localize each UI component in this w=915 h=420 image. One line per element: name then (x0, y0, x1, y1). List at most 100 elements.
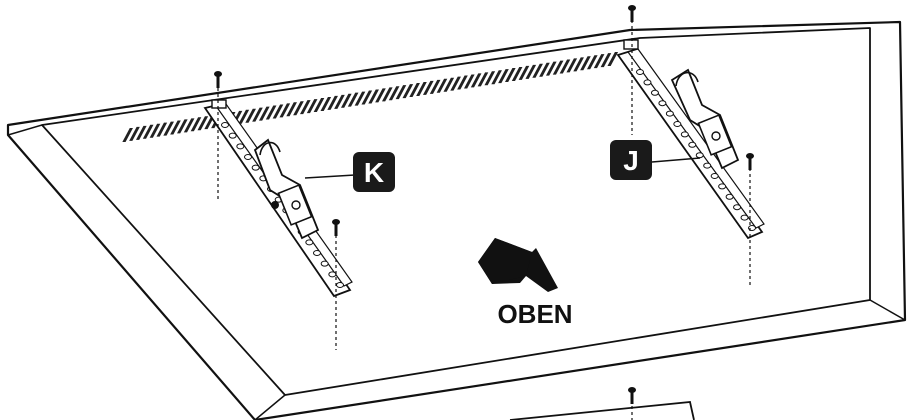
bracket-hole (665, 110, 674, 117)
vent-slot (395, 85, 407, 100)
vent-slot (381, 87, 393, 102)
vent-slot (450, 76, 461, 91)
vent-slot (136, 125, 147, 140)
vent-slot (416, 81, 427, 96)
vent-slot (532, 63, 543, 78)
vent-slot (265, 105, 277, 120)
bracket-hole (320, 260, 329, 267)
vent-slot (375, 88, 386, 103)
vent-slot (279, 103, 291, 118)
arrow-up-left-icon (478, 238, 558, 292)
vent-slot (293, 101, 304, 116)
vent-slot (190, 117, 202, 132)
bracket-hole (636, 69, 644, 75)
second-panel-edge (509, 401, 695, 420)
vent-slot (607, 52, 619, 66)
bracket-hole (643, 79, 652, 86)
vent-slot (436, 78, 448, 93)
vent-slot (470, 73, 482, 88)
vent-slot (197, 116, 209, 131)
direction-label: OBEN (497, 299, 572, 329)
screw-icon (332, 219, 340, 236)
vent-slot (306, 99, 318, 114)
vent-slot (477, 72, 489, 87)
bracket-hole (710, 173, 719, 179)
vent-slot (183, 118, 195, 133)
bracket-hole (718, 183, 727, 190)
vent-slot (518, 65, 530, 80)
vent-slot (429, 79, 441, 94)
vent-slot (600, 53, 612, 68)
vent-slot (238, 109, 250, 124)
vent-slot (525, 64, 537, 79)
vent-slot (258, 106, 270, 121)
bracket-hole (703, 162, 712, 169)
vent-slot (129, 126, 140, 141)
vent-slot (580, 56, 591, 71)
vent-slot (552, 60, 564, 75)
vent-slot (484, 71, 496, 86)
vent-slot (586, 55, 598, 70)
screw-icon (628, 5, 636, 22)
vent-slot (545, 61, 557, 76)
vent-slot (286, 102, 297, 117)
bracket-hole (244, 154, 252, 160)
vent-slot (368, 89, 379, 104)
bracket-hole (725, 193, 734, 200)
bracket-left (203, 99, 353, 298)
screws (214, 5, 754, 404)
bracket-hole (680, 131, 689, 138)
leader-line-k (304, 174, 356, 179)
vent-slot (176, 119, 188, 134)
badge-j: J (610, 140, 652, 180)
vent-slot (320, 96, 332, 111)
vent-slot (245, 108, 256, 123)
bracket-hole (236, 143, 245, 150)
bracket-hole (251, 164, 260, 171)
vent-slot (313, 98, 325, 113)
vent-slot (149, 123, 161, 138)
vent-slot (457, 75, 468, 90)
screw-icon (628, 387, 636, 404)
bracket-hole (305, 239, 314, 246)
screw-guides (217, 20, 751, 420)
vent-slot (409, 83, 420, 98)
bracket-hole (313, 250, 321, 256)
vent-slot (402, 84, 414, 99)
vent-slot (340, 93, 352, 108)
bracket-hole (733, 204, 742, 211)
vent-slot (272, 104, 284, 119)
vent-slot (170, 120, 181, 135)
bracket-hole (673, 121, 682, 127)
bracket-right-holes (636, 69, 756, 231)
badge-k-label: K (364, 157, 384, 188)
vent-slot (347, 92, 359, 107)
vent-slot (559, 59, 571, 74)
vent-slot (327, 95, 338, 110)
vent-slot (354, 91, 366, 106)
vent-slot (491, 70, 502, 85)
vent-slot (388, 86, 400, 101)
bracket-hole (695, 152, 704, 159)
badge-j-label: J (623, 145, 639, 176)
vent-slot (156, 122, 168, 137)
bracket-hole (658, 100, 667, 107)
screw-icon (746, 153, 754, 170)
bracket-hole (740, 214, 749, 221)
bracket-hole (688, 141, 697, 148)
vent-slot (511, 66, 523, 81)
vent-slot (142, 124, 154, 139)
bracket-hole (650, 89, 659, 96)
vent-slot (539, 62, 550, 77)
vent-slot (422, 80, 434, 95)
bracket-hole (336, 282, 344, 288)
vent-slot (122, 128, 133, 142)
bracket-hole (221, 122, 229, 128)
vent-slot (566, 58, 578, 73)
vent-slot (334, 94, 345, 109)
vent-slot (463, 74, 475, 89)
bracket-hole (328, 271, 337, 278)
vent-slot (252, 107, 263, 122)
vent-slot (299, 100, 311, 115)
